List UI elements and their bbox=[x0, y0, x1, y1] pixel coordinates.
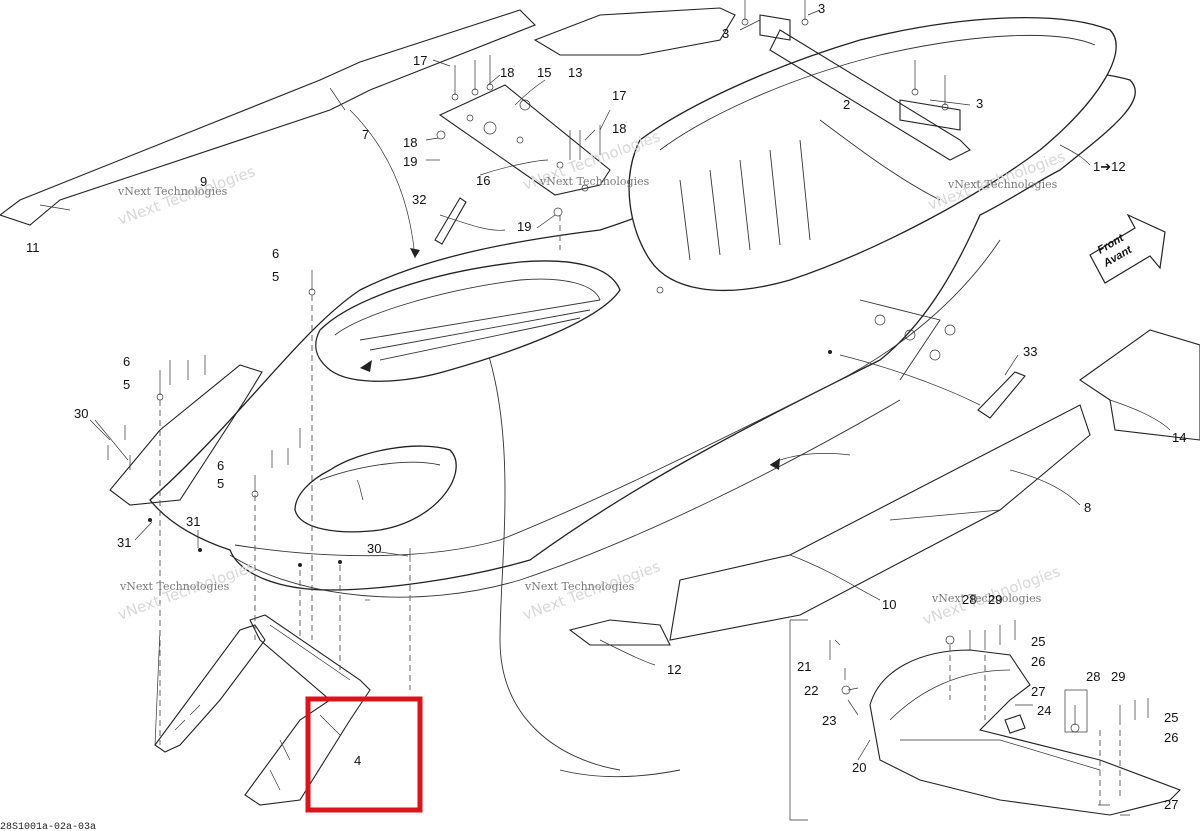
part-label: 18 bbox=[612, 121, 626, 136]
part-label: 24 bbox=[1037, 703, 1051, 718]
part-label: 28 bbox=[1086, 669, 1100, 684]
front-direction-badge: Front Avant bbox=[1089, 213, 1166, 284]
part-label: 25 bbox=[1031, 634, 1045, 649]
part-label: 16 bbox=[476, 173, 490, 188]
highlight-box bbox=[305, 696, 423, 813]
part-label: 17 bbox=[612, 88, 626, 103]
part-label: 20 bbox=[852, 760, 866, 775]
part-label: 3 bbox=[818, 1, 825, 16]
part-label: 12 bbox=[667, 662, 681, 677]
part-label: 5 bbox=[272, 269, 279, 284]
part-label: 2 bbox=[843, 97, 850, 112]
part-label: 10 bbox=[882, 597, 896, 612]
part-label: 15 bbox=[537, 65, 551, 80]
part-label: 17 bbox=[413, 53, 427, 68]
part-label: 9 bbox=[200, 174, 207, 189]
watermark-text: vNext Technologies bbox=[524, 580, 635, 593]
part-label: 13 bbox=[568, 65, 582, 80]
fasteners bbox=[107, 0, 1149, 816]
part-label: 25 bbox=[1164, 710, 1178, 725]
part-label: 30 bbox=[74, 406, 88, 421]
part-label: 29 bbox=[1111, 669, 1125, 684]
front-brackets bbox=[154, 14, 1181, 816]
part-label: 26 bbox=[1031, 654, 1045, 669]
part-label: 19 bbox=[517, 219, 531, 234]
part-label: 32 bbox=[412, 192, 426, 207]
part-label: 8 bbox=[1084, 500, 1091, 515]
part-label: 11 bbox=[26, 240, 40, 255]
part-label: 23 bbox=[822, 713, 836, 728]
part-label: 7 bbox=[362, 127, 369, 142]
part-label: 14 bbox=[1172, 430, 1186, 445]
part-label: 6 bbox=[123, 354, 130, 369]
watermark-text: vNext Technologies bbox=[117, 185, 228, 198]
part-label: 5 bbox=[123, 377, 130, 392]
part-label: 27 bbox=[1164, 797, 1178, 812]
part-label: 21 bbox=[797, 659, 811, 674]
part-label: 26 bbox=[1164, 730, 1178, 745]
part-labels: 3 3 3 13 2 1➔12 17 18 15 7 17 18 18 19 1… bbox=[26, 1, 1186, 812]
part-label: 3 bbox=[722, 26, 729, 41]
hull-body bbox=[149, 17, 1136, 778]
part-label: 18 bbox=[403, 135, 417, 150]
watermark-text: vNext Technologies bbox=[119, 580, 230, 593]
part-label: 33 bbox=[1023, 344, 1037, 359]
part-label: 27 bbox=[1031, 684, 1045, 699]
deck-mats bbox=[0, 7, 1200, 646]
part-label: 29 bbox=[988, 592, 1002, 607]
part-label: 4 bbox=[354, 753, 361, 768]
part-label: 30 bbox=[367, 541, 381, 556]
part-label: 1➔12 bbox=[1093, 159, 1126, 174]
part-label: 31 bbox=[186, 514, 200, 529]
watermark-text: vNext Technologies bbox=[947, 178, 1058, 191]
part-label: 28 bbox=[962, 592, 976, 607]
part-label: 18 bbox=[500, 65, 514, 80]
part-label: 31 bbox=[117, 535, 131, 550]
watermark-text: vNext Technologies bbox=[931, 592, 1042, 605]
part-label: 19 bbox=[403, 154, 417, 169]
part-label: 6 bbox=[272, 246, 279, 261]
diagram-reference-code: 28S1001a-02a-03a bbox=[0, 822, 96, 831]
part-label: 5 bbox=[217, 476, 224, 491]
leader-lines bbox=[89, 9, 1171, 821]
watermark-text: vNext Technologies bbox=[539, 175, 650, 188]
part-label: 22 bbox=[804, 683, 818, 698]
direction-arrows bbox=[360, 248, 780, 470]
part-label: 6 bbox=[217, 458, 224, 473]
explode-guides bbox=[159, 215, 1121, 805]
part-label: 3 bbox=[976, 96, 983, 111]
